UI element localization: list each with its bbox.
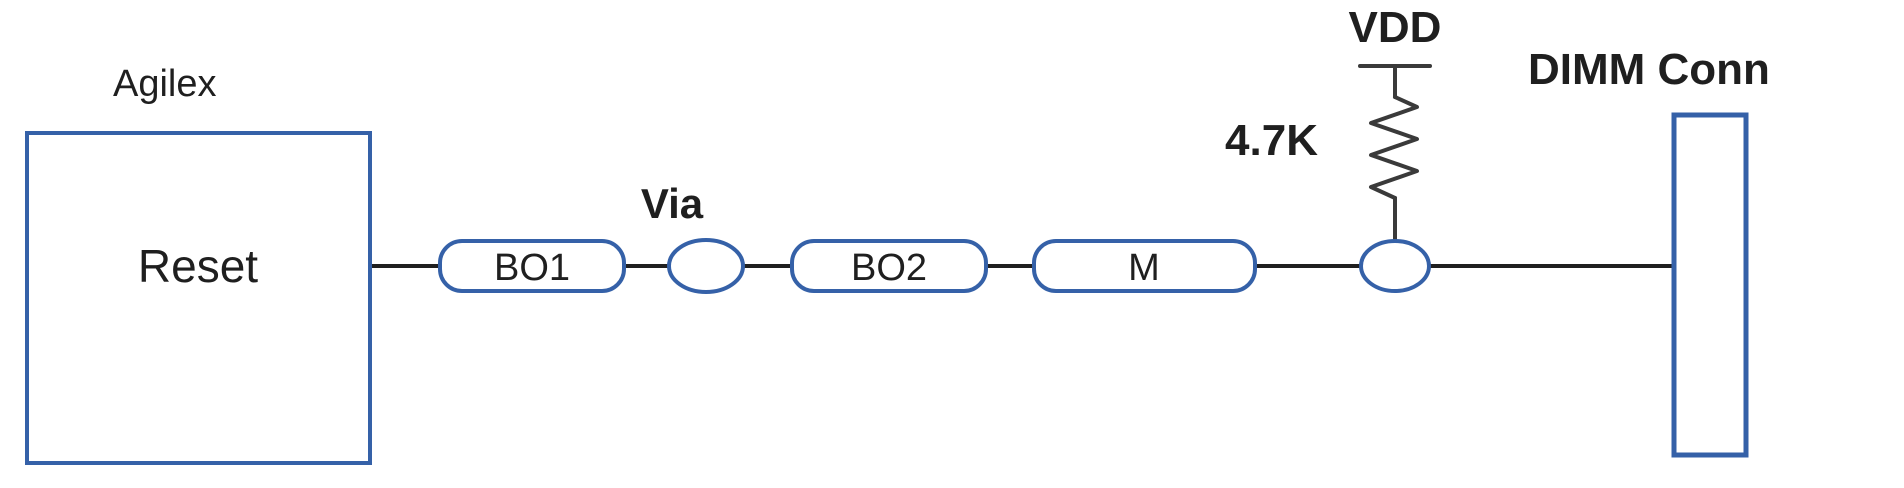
segment-m-label: M <box>1128 247 1160 289</box>
dimm-connector-box <box>1671 112 1749 458</box>
via-circle <box>667 238 745 294</box>
resistor-value-label: 4.7K <box>1225 116 1318 165</box>
segment-bo1-box <box>438 239 626 293</box>
segment-m-box <box>1032 239 1257 293</box>
dimm-connector-label: DIMM Conn <box>1528 45 1770 94</box>
via-label: Via <box>641 180 704 227</box>
segment-bo2-box <box>790 239 988 293</box>
vdd-label: VDD <box>1349 3 1442 52</box>
resistor-zigzag-icon <box>1369 95 1419 200</box>
segment-bo1-label: BO1 <box>494 247 570 289</box>
junction-node-circle <box>1359 239 1431 293</box>
fpga-name-label: Agilex <box>113 63 217 105</box>
fpga-signal-label: Reset <box>138 240 258 292</box>
fpga-box <box>25 131 372 465</box>
segment-bo2-label: BO2 <box>851 247 927 289</box>
